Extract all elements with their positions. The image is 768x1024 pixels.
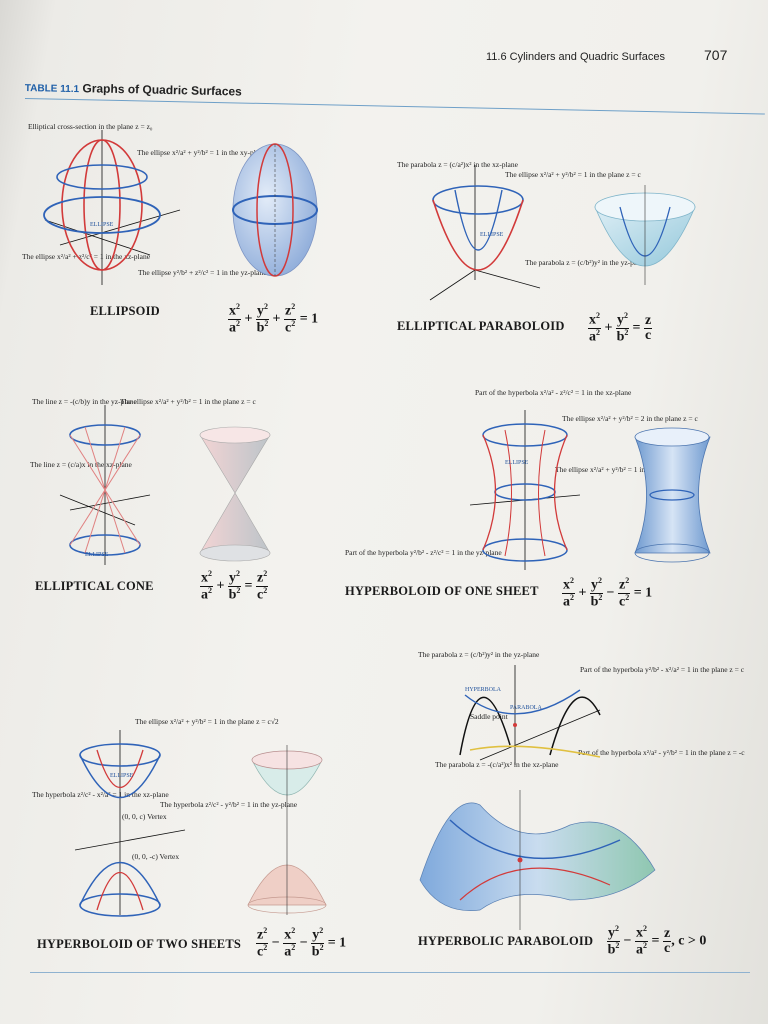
cone-xz-note: The line z = (c/a)x in the xz-plane bbox=[30, 460, 132, 469]
ellipsoid-wireframe bbox=[43, 130, 181, 285]
ellipsoid-xy-note: The ellipse x²/a² + y²/b² = 1 in the xy-… bbox=[137, 148, 267, 157]
hyp1-plane-note: The ellipse x²/a² + y²/b² = 2 in the pla… bbox=[562, 414, 698, 423]
hyp2-ellipse-label: ELLIPSE bbox=[110, 773, 134, 779]
elliptical-paraboloid-wireframe bbox=[429, 165, 541, 301]
hp-yz-note: The parabola z = (c/b²)y² in the yz-plan… bbox=[418, 650, 540, 659]
paraboloid-ellipse-label: ELLIPSE bbox=[480, 232, 504, 238]
hyp2-vertex-bottom: (0, 0, -c) Vertex bbox=[132, 852, 180, 861]
cone-plane-note: The ellipse x²/a² + y²/b² = 1 in the pla… bbox=[120, 397, 256, 406]
ellipsoid-cross-section-note: Elliptical cross-section in the plane z … bbox=[28, 122, 153, 131]
hyperboloid-one-sheet-wireframe bbox=[469, 410, 581, 570]
cone-name: ELLIPTICAL CONE bbox=[35, 579, 154, 593]
ellipsoid-name: ELLIPSOID bbox=[90, 304, 160, 318]
hyperboloid-two-sheets-shaded bbox=[247, 745, 327, 915]
hyp2-xz-note: The hyperbola z²/c² - x²/a² = 1 in the x… bbox=[32, 790, 169, 799]
hyp2-plane-note: The ellipse x²/a² + y²/b² = 1 in the pla… bbox=[135, 717, 279, 726]
paraboloid-yz-note: The parabola z = (c/b²)y² in the yz-plan… bbox=[525, 258, 647, 267]
hyp2-name: HYPERBOLOID OF TWO SHEETS bbox=[37, 937, 242, 951]
hyperbolic-paraboloid-shaded bbox=[419, 790, 656, 930]
table-caption: Graphs of Quadric Surfaces bbox=[82, 81, 242, 99]
hp-hyperbola-label: HYPERBOLA bbox=[465, 687, 502, 693]
ellipsoid-shaded bbox=[232, 143, 318, 277]
hyperbolic-paraboloid-wireframe bbox=[459, 665, 601, 765]
table-title: TABLE 11.1 Graphs of Quadric Surfaces bbox=[24, 80, 242, 99]
hp-saddle-note: Saddle point bbox=[470, 712, 508, 721]
cone-ellipse-label: ELLIPSE bbox=[85, 552, 109, 558]
ellipsoid-xz-note: The ellipse x²/a² + z²/c² = 1 in the xz-… bbox=[22, 252, 151, 261]
hyperboloid-two-sheets-wireframe bbox=[74, 730, 186, 917]
hyperboloid-one-sheet-shaded bbox=[634, 427, 711, 563]
cone-yz-note: The line z = -(c/b)y in the yz-plane bbox=[32, 397, 137, 406]
hp-xz-note: The parabola z = -(c/a²)x² in the xz-pla… bbox=[435, 760, 559, 769]
hyp1-xy-note: The ellipse x²/a² + y²/b² = 1 in the xy-… bbox=[555, 465, 685, 474]
ellipsoid-yz-note: The ellipse y²/b² + z²/c² = 1 in the yz-… bbox=[138, 268, 267, 277]
hyp1-name: HYPERBOLOID OF ONE SHEET bbox=[345, 584, 539, 598]
bottom-rule bbox=[30, 972, 750, 973]
paraboloid-name: ELLIPTICAL PARABOLOID bbox=[397, 319, 565, 333]
elliptical-paraboloid-shaded bbox=[594, 185, 696, 285]
hp-name: HYPERBOLIC PARABOLOID bbox=[418, 934, 594, 948]
elliptical-cone-shaded bbox=[199, 426, 271, 562]
hyp2-yz-note: The hyperbola z²/c² - y²/b² = 1 in the y… bbox=[160, 800, 298, 809]
elliptical-cone-wireframe bbox=[59, 405, 151, 565]
ellipsoid-ellipse-label: ELLIPSE bbox=[90, 222, 114, 228]
hyp1-ellipse-label: ELLIPSE bbox=[505, 460, 529, 466]
top-rule bbox=[24, 98, 765, 115]
table-number: TABLE 11.1 bbox=[24, 82, 80, 96]
paraboloid-xz-note: The parabola z = (c/a²)x² in the xz-plan… bbox=[397, 160, 518, 169]
paraboloid-plane-note: The ellipse x²/a² + y²/b² = 1 in the pla… bbox=[505, 170, 641, 179]
hyp1-xz-note: Part of the hyperbola x²/a² - z²/c² = 1 … bbox=[475, 388, 632, 397]
hp-bottom-hyperbola-note: Part of the hyperbola x²/a² - y²/b² = 1 … bbox=[578, 748, 745, 757]
section-header: 11.6 Cylinders and Quadric Surfaces bbox=[486, 51, 665, 63]
hp-parabola-label: PARABOLA bbox=[510, 705, 542, 711]
hyp1-yz-note: Part of the hyperbola y²/b² - z²/c² = 1 … bbox=[345, 548, 502, 557]
page-number: 707 bbox=[704, 47, 728, 63]
hyp2-vertex-top: (0, 0, c) Vertex bbox=[122, 812, 167, 821]
hp-top-hyperbola-note: Part of the hyperbola y²/b² - x²/a² = 1 … bbox=[580, 665, 745, 674]
